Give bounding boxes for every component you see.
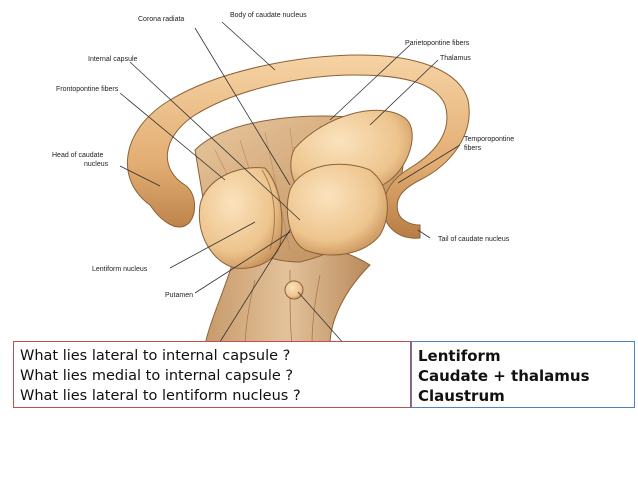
- answers-box: Lentiform Caudate + thalamus Claustrum: [411, 341, 635, 408]
- question-2: What lies medial to internal capsule ?: [20, 366, 410, 386]
- label-temporopontine-2: fibers: [464, 145, 481, 153]
- label-putamen: Putamen: [165, 292, 193, 300]
- questions-box: What lies lateral to internal capsule ? …: [13, 341, 411, 408]
- label-lentiform: Lentiform nucleus: [92, 266, 147, 274]
- answer-2: Caudate + thalamus: [418, 366, 634, 386]
- answer-3: Claustrum: [418, 386, 634, 406]
- answer-1: Lentiform: [418, 346, 634, 366]
- label-temporopontine: Temporopontine: [464, 136, 514, 144]
- right-mass: [287, 164, 387, 255]
- label-corona-radiata: Corona radiata: [138, 16, 184, 24]
- label-body-caudate: Body of caudate nucleus: [230, 12, 307, 20]
- tail-end-ball: [285, 281, 303, 299]
- label-internal-capsule: Internal capsule: [88, 56, 137, 64]
- label-head-caudate: Head of caudate: [52, 152, 103, 160]
- label-frontopontine: Frontopontine fibers: [56, 86, 118, 94]
- label-tail-caudate: Tail of caudate nucleus: [438, 236, 509, 244]
- label-parietopontine: Parietopontine fibers: [405, 40, 469, 48]
- label-head-caudate-2: nucleus: [84, 161, 108, 169]
- question-1: What lies lateral to internal capsule ?: [20, 346, 410, 366]
- label-thalamus: Thalamus: [440, 55, 471, 63]
- question-3: What lies lateral to lentiform nucleus ?: [20, 386, 410, 406]
